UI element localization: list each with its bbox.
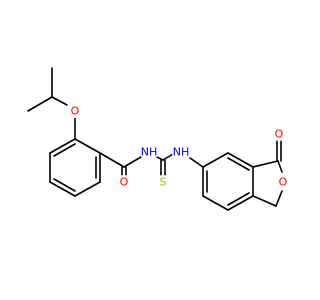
atom-labels: O O NH NH S O O [68, 104, 290, 189]
atom-label: NH [141, 146, 158, 159]
bond [27, 96, 53, 112]
bond [49, 138, 76, 154]
molecule-structure: O O NH NH S O O [27, 67, 290, 211]
bond [202, 195, 229, 211]
bond [156, 156, 164, 161]
bond [227, 195, 254, 211]
bond [74, 138, 101, 154]
atom-nh-left: NH [140, 143, 158, 161]
bond [53, 143, 76, 157]
bonds [27, 67, 283, 211]
bond [252, 160, 279, 168]
atom-label: S [160, 176, 167, 189]
bond [53, 178, 76, 192]
atom-nh-right: NH [172, 143, 190, 161]
atom-label: O [279, 176, 288, 189]
bond [74, 181, 101, 197]
bond [51, 96, 68, 106]
bond [99, 152, 125, 168]
atom-s-thio: S [156, 175, 170, 189]
bond [227, 192, 250, 206]
atom-o-amide: O [117, 175, 131, 189]
atom-label: O [120, 176, 129, 189]
bond [275, 190, 283, 207]
bond [227, 157, 250, 171]
bond [202, 152, 229, 168]
bond [252, 195, 277, 207]
bond [123, 156, 142, 168]
atom-label: NH [173, 146, 190, 159]
bond [277, 160, 283, 173]
bond [189, 157, 204, 168]
atom-label: O [71, 105, 80, 118]
atom-o-lactone-ring: O [276, 175, 290, 189]
atom-label: O [275, 128, 284, 141]
bond [227, 152, 254, 168]
bond [162, 153, 174, 161]
atom-o-ether: O [68, 104, 82, 118]
atom-o-lactone-carbonyl: O [272, 127, 286, 141]
bond [49, 181, 76, 197]
